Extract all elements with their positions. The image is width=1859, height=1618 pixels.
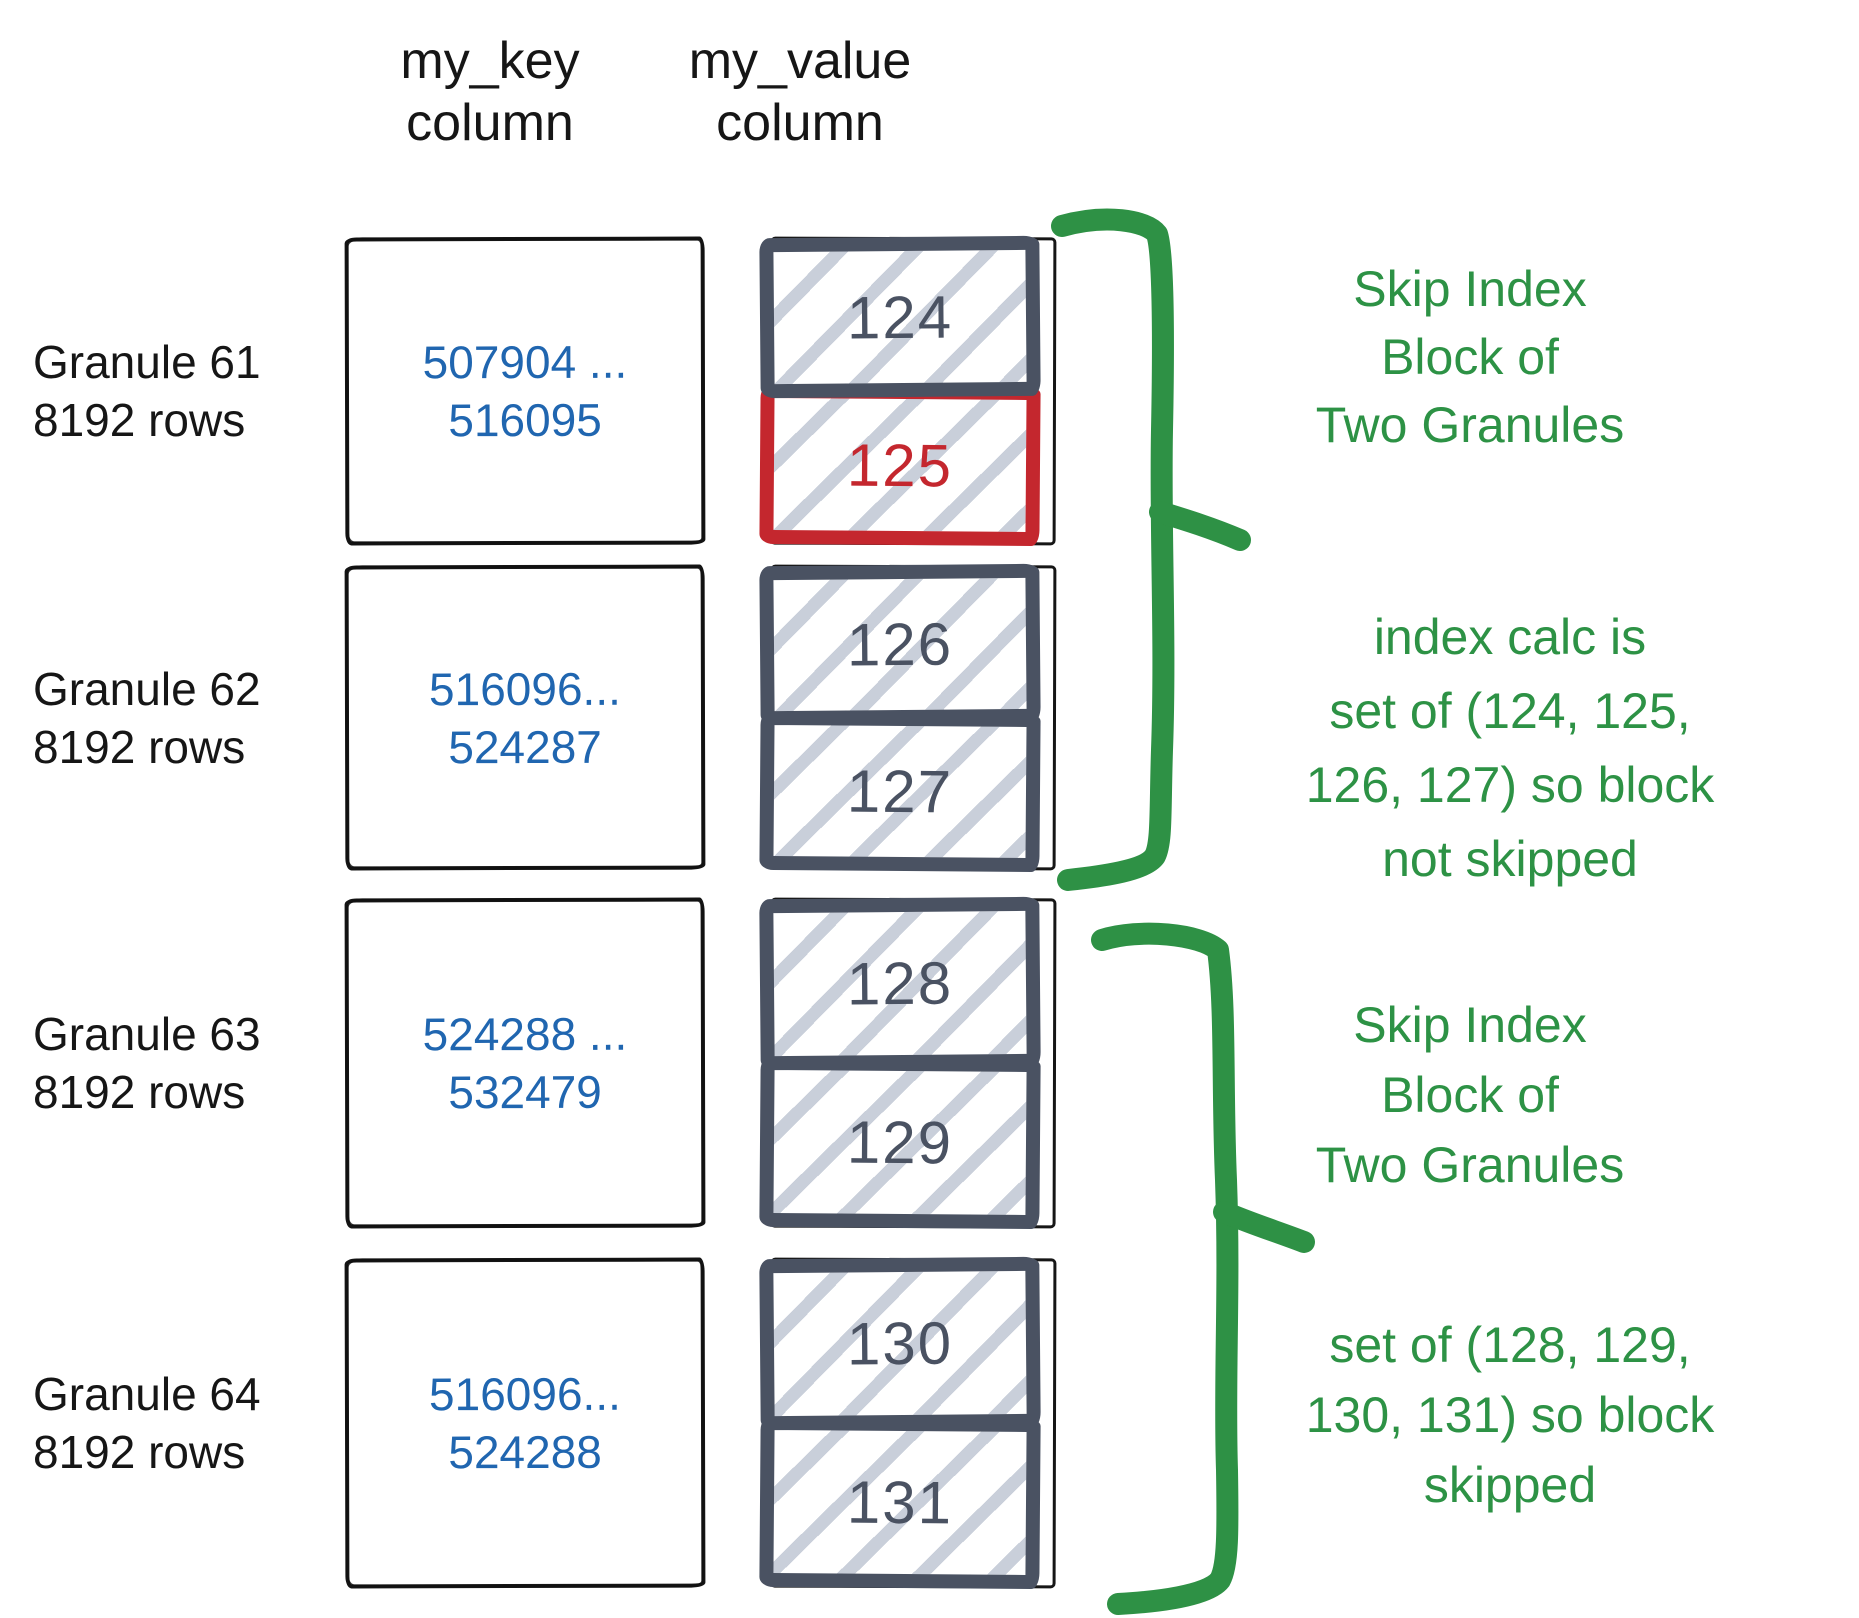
bracket-block-1 — [1051, 208, 1175, 891]
value-cell-130-label: 130 — [846, 1309, 954, 1378]
annotation-index-calc-line1: index calc is — [1373, 609, 1647, 665]
bracket-block-2 — [1091, 922, 1239, 1615]
granule-63-rows: 8192 rows — [33, 1066, 246, 1118]
granule-62-name: Granule 62 — [33, 662, 261, 715]
value-cell-124-label: 124 — [846, 283, 954, 351]
granule-62-key-range-box: 516096... 524287 — [344, 564, 706, 871]
granule-63-value-block: 128 129 — [759, 896, 1041, 1230]
bracket-block-1-tick — [1149, 501, 1251, 551]
granule-61-key-max: 516095 — [448, 393, 602, 447]
granule-61-key-range-box: 507904 ... 516095 — [344, 236, 706, 546]
annotation-skip-block-1-line2: Block of — [1381, 329, 1559, 385]
value-cell-131-label: 131 — [846, 1468, 954, 1537]
annotation-skip-block-1: Skip Index Block of Two Granules — [1240, 255, 1700, 459]
annotation-skip-block-2: Skip Index Block of Two Granules — [1240, 990, 1700, 1200]
value-cell-128: 128 — [759, 896, 1041, 1071]
granule-61-key-min: 507904 ... — [422, 335, 628, 389]
granule-62-key-min: 516096... — [428, 662, 621, 715]
value-cell-124: 124 — [759, 235, 1041, 399]
granule-61-label: Granule 61 8192 rows — [33, 237, 333, 545]
granule-64-key-min: 516096... — [428, 1367, 621, 1421]
value-cell-130: 130 — [759, 1256, 1041, 1431]
annotation-set-skipped-line2: 130, 131) so block — [1305, 1387, 1715, 1443]
granule-62-rows: 8192 rows — [33, 720, 246, 773]
annotation-skip-block-1-line3: Two Granules — [1315, 397, 1625, 453]
granule-61-rows: 8192 rows — [33, 394, 246, 446]
value-column-header: my_value column — [640, 30, 960, 154]
granule-63-key-max: 532479 — [448, 1065, 602, 1119]
value-cell-129: 129 — [759, 1055, 1041, 1230]
granule-63-key-range-box: 524288 ... 532479 — [344, 897, 706, 1229]
value-cell-125-label: 125 — [846, 431, 954, 499]
key-column-header-line2: column — [406, 94, 574, 152]
granule-62-key-max: 524287 — [448, 720, 602, 773]
annotation-index-calc-not-skipped: index calc is set of (124, 125, 126, 127… — [1220, 600, 1800, 896]
value-cell-126-label: 126 — [846, 610, 954, 679]
granule-63-name: Granule 63 — [33, 1008, 261, 1060]
granule-63-label: Granule 63 8192 rows — [33, 898, 333, 1228]
granule-63-key-min: 524288 ... — [422, 1007, 628, 1061]
value-column-header-line2: column — [716, 94, 884, 152]
value-cell-125-highlighted: 125 — [759, 383, 1041, 547]
granule-64-rows: 8192 rows — [33, 1426, 246, 1478]
granule-64-value-block: 130 131 — [759, 1256, 1041, 1590]
granule-64-key-range-box: 516096... 524288 — [344, 1257, 706, 1589]
granule-64-key-max: 524288 — [448, 1425, 602, 1479]
value-cell-128-label: 128 — [846, 949, 954, 1018]
value-cell-129-label: 129 — [846, 1108, 954, 1177]
annotation-skip-block-1-line1: Skip Index — [1353, 261, 1587, 317]
annotation-set-skipped-line3: skipped — [1423, 1457, 1597, 1513]
annotation-skip-block-2-line2: Block of — [1381, 1067, 1559, 1123]
value-cell-127-label: 127 — [846, 756, 954, 825]
annotation-index-calc-line4: not skipped — [1382, 831, 1638, 887]
key-column-header: my_key column — [330, 30, 650, 154]
granule-62-value-block: 126 127 — [759, 563, 1041, 872]
annotation-set-skipped-line1: set of (128, 129, — [1329, 1317, 1691, 1373]
granule-61-name: Granule 61 — [33, 336, 261, 388]
granule-61-value-block: 124 125 — [759, 235, 1041, 547]
value-cell-126: 126 — [759, 563, 1041, 725]
annotation-index-calc-line2: set of (124, 125, — [1329, 683, 1691, 739]
granule-64-label: Granule 64 8192 rows — [33, 1258, 333, 1588]
value-cell-127: 127 — [759, 710, 1041, 872]
annotation-index-calc-line3: 126, 127) so block — [1305, 757, 1715, 813]
annotation-skip-block-2-line1: Skip Index — [1353, 997, 1587, 1053]
granule-62-label: Granule 62 8192 rows — [33, 565, 333, 870]
annotation-set-skipped: set of (128, 129, 130, 131) so block ski… — [1220, 1310, 1800, 1520]
bracket-block-2-tick — [1213, 1201, 1315, 1253]
value-column-header-line1: my_value — [688, 32, 912, 90]
value-cell-131: 131 — [759, 1415, 1041, 1590]
granule-64-name: Granule 64 — [33, 1368, 261, 1420]
key-column-header-line1: my_key — [400, 32, 580, 90]
annotation-skip-block-2-line3: Two Granules — [1315, 1137, 1625, 1193]
